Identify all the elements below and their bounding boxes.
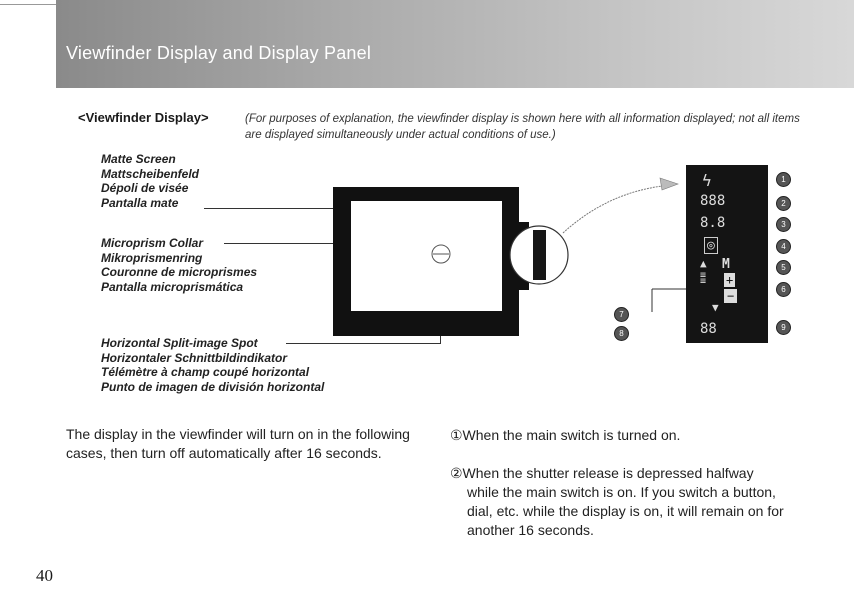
- arrow-head: [659, 177, 679, 191]
- viewfinder-screen: [351, 201, 502, 311]
- callout-9: 9: [776, 320, 791, 335]
- microprism-labels: Microprism Collar Mikroprismenring Couro…: [101, 236, 257, 294]
- minus-indicator: −: [724, 289, 738, 303]
- condition-1: ①When the main switch is turned on.: [450, 427, 681, 443]
- plus-indicator: +: [724, 273, 736, 287]
- split-leader-line: [286, 343, 441, 344]
- digits-display-1: 888: [700, 193, 726, 209]
- label-en: Horizontal Split-image Spot: [101, 336, 258, 350]
- callout-6: 6: [776, 282, 791, 297]
- label-es: Pantalla microprismática: [101, 279, 244, 294]
- label-en: Matte Screen: [101, 152, 176, 166]
- callout-2: 2: [776, 196, 791, 211]
- header-banner: [56, 0, 854, 88]
- callout-3: 3: [776, 217, 791, 232]
- section-heading: <Viewfinder Display>: [78, 110, 209, 125]
- digits-display-3: 88: [700, 321, 717, 337]
- top-rule: [0, 4, 56, 5]
- label-en: Microprism Collar: [101, 236, 204, 250]
- page-title: Viewfinder Display and Display Panel: [66, 43, 372, 63]
- split-image-circle: [431, 244, 451, 264]
- viewfinder-frame: [333, 187, 519, 336]
- digits-display-2: 8.8: [700, 215, 726, 231]
- label-de: Horizontaler Schnittbildindikator: [101, 350, 288, 365]
- condition-2-rest: while the main switch is on. If you swit…: [467, 484, 784, 538]
- label-de: Mattscheibenfeld: [101, 166, 200, 181]
- callout-1: 1: [776, 172, 791, 187]
- label-es: Pantalla mate: [101, 195, 179, 210]
- page-number: 40: [36, 566, 53, 585]
- callout-4: 4: [776, 239, 791, 254]
- flash-icon: ϟ: [702, 171, 712, 190]
- focus-frame-icon: ◎: [704, 237, 718, 254]
- label-fr: Couronne de microprismes: [101, 265, 258, 279]
- display-panel: ϟ 888 8.8 ◎ M ▲ ≡≡ + − ▼ 88: [686, 165, 768, 343]
- magnifier-arrow: [562, 184, 673, 234]
- magnified-strip: [533, 230, 546, 280]
- callout-7: 7: [614, 307, 629, 322]
- body-left-paragraph: The display in the viewfinder will turn …: [66, 426, 410, 461]
- label-de: Mikroprismenring: [101, 250, 203, 265]
- label-fr: Dépoli de visée: [101, 181, 189, 195]
- exposure-scale-icon: ≡≡: [700, 270, 707, 287]
- label-es: Punto de imagen de división horizontal: [101, 379, 325, 394]
- matte-screen-labels: Matte Screen Mattscheibenfeld Dépoli de …: [101, 152, 199, 210]
- matte-leader-line: [204, 208, 374, 209]
- intro-note: (For purposes of explanation, the viewfi…: [245, 113, 800, 141]
- arrow-up-icon: ▲: [700, 257, 707, 270]
- mode-indicator: M: [722, 257, 730, 272]
- arrow-down-icon: ▼: [712, 301, 719, 314]
- condition-2-line1: ②When the shutter release is depressed h…: [450, 465, 754, 481]
- label-fr: Télémètre à champ coupé horizontal: [101, 365, 310, 379]
- split-image-labels: Horizontal Split-image Spot Horizontaler…: [101, 336, 324, 394]
- callout-5: 5: [776, 260, 791, 275]
- microprism-leader-line: [224, 243, 440, 244]
- callout-8: 8: [614, 326, 629, 341]
